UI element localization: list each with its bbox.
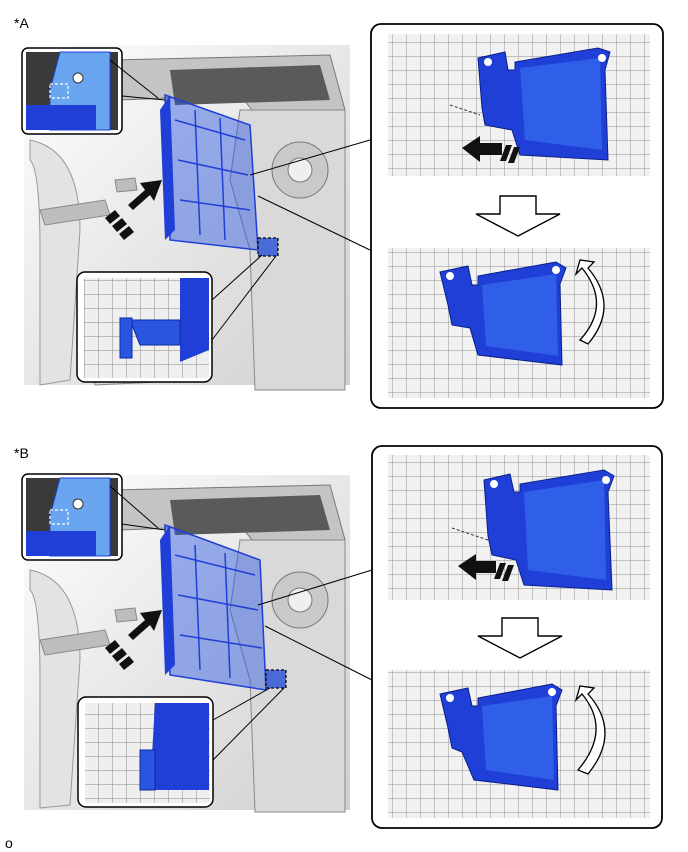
panel-a-inset-latch <box>76 254 277 383</box>
push-arrow-icon <box>105 610 162 670</box>
panel-b-inset-latch <box>77 687 285 808</box>
rotate-arrow-icon <box>574 685 606 775</box>
panel-a-inset-clip <box>21 47 166 135</box>
push-arrow-icon <box>462 136 520 163</box>
down-arrow-icon <box>475 195 561 237</box>
footer-code: o <box>5 835 13 851</box>
panel-a-label: *A <box>14 15 29 31</box>
step-2-image <box>388 670 650 818</box>
push-arrow-icon <box>458 554 514 581</box>
push-arrow-icon <box>105 180 162 240</box>
panel-b-detail-frame <box>371 445 663 829</box>
panel-b <box>21 445 663 829</box>
detail-marker-lower <box>257 237 279 257</box>
panel-b-inset-clip <box>21 473 166 561</box>
step-1-image <box>388 455 650 600</box>
detail-marker-lower <box>265 669 287 689</box>
step-2-image <box>388 248 650 398</box>
step-1-image <box>388 34 650 176</box>
panel-a-detail-frame <box>370 23 664 409</box>
panel-b-label: *B <box>14 445 29 461</box>
down-arrow-icon <box>477 617 563 659</box>
rotate-arrow-icon <box>574 259 605 345</box>
panel-a <box>21 23 664 409</box>
